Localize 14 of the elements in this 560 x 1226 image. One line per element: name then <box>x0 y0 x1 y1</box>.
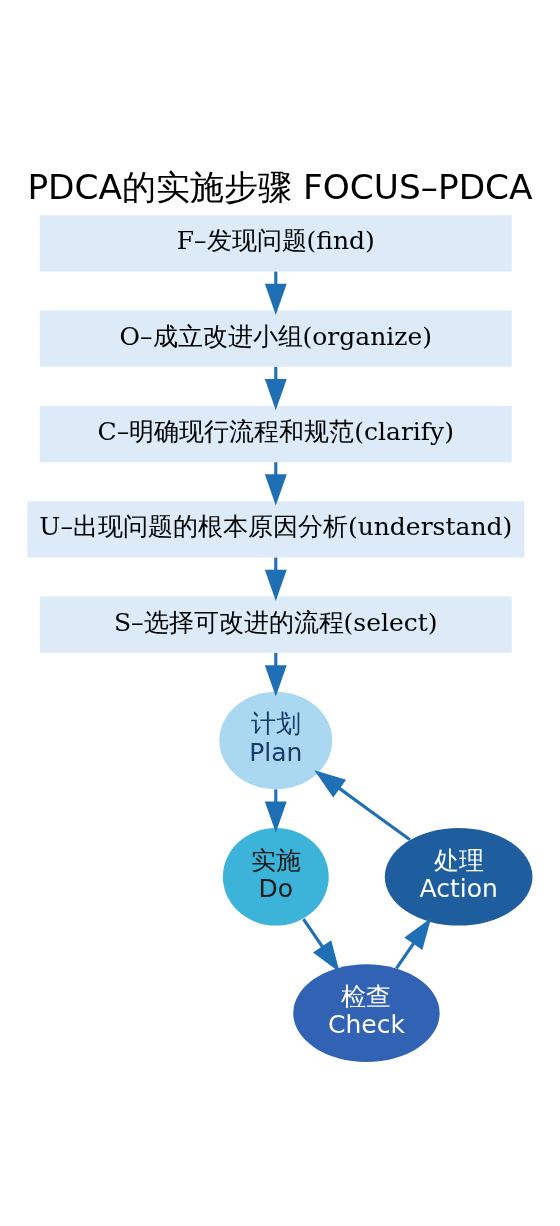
arrow <box>264 788 287 833</box>
arrow <box>395 917 432 969</box>
arrow <box>302 917 340 972</box>
node-box: F–发现问题(find) <box>39 214 512 271</box>
node-box: S–选择可改进的流程(select) <box>39 596 512 653</box>
arrow <box>314 769 411 841</box>
node-box: O–成立改进小组(organize) <box>39 310 512 367</box>
node-ellipse: 计划 Plan <box>219 691 333 789</box>
node-circle: 实施 Do <box>222 827 329 926</box>
node-box: C–明确现行流程和规范(clarify) <box>39 405 512 462</box>
node-ellipse: 处理 Action <box>384 827 533 926</box>
node-box: U–出现问题的根本原因分析(understand) <box>27 500 525 557</box>
diagram-title: PDCA的实施步骤 FOCUS–PDCA <box>27 166 533 207</box>
node-ellipse: 检查 Check <box>293 963 440 1062</box>
